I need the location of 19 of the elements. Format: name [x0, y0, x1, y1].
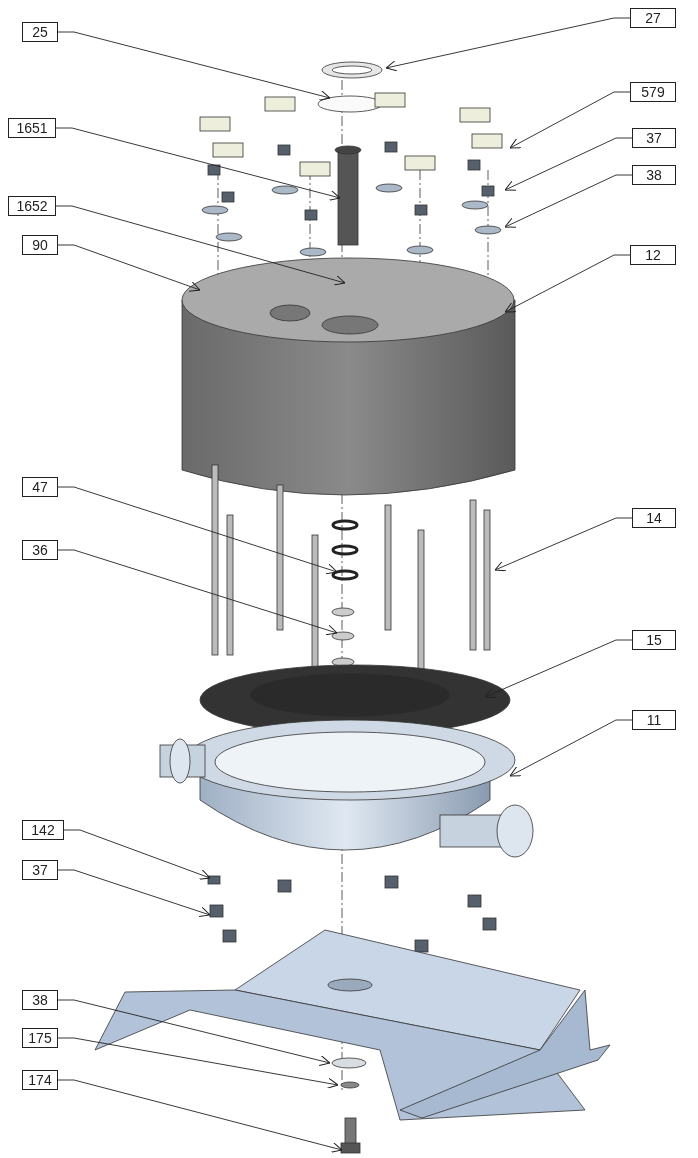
callout-number: 175 — [22, 1028, 58, 1048]
callout-number: 11 — [632, 710, 676, 730]
callout-number: 47 — [22, 477, 58, 497]
callout-number: 1651 — [8, 118, 56, 138]
callout-number: 15 — [632, 630, 676, 650]
callout-number: 174 — [22, 1070, 58, 1090]
callout-number: 38 — [22, 990, 58, 1010]
callout-number: 36 — [22, 540, 58, 560]
callout-number: 90 — [22, 235, 58, 255]
callout-number: 37 — [632, 128, 676, 148]
callout-number: 1652 — [8, 196, 56, 216]
callout-number: 142 — [22, 820, 64, 840]
callout-number: 25 — [22, 22, 58, 42]
callout-number: 12 — [630, 245, 676, 265]
callout-number: 27 — [630, 8, 676, 28]
callout-number: 14 — [632, 508, 676, 528]
callout-number: 38 — [632, 165, 676, 185]
callout-number: 37 — [22, 860, 58, 880]
callout-number: 579 — [630, 82, 676, 102]
